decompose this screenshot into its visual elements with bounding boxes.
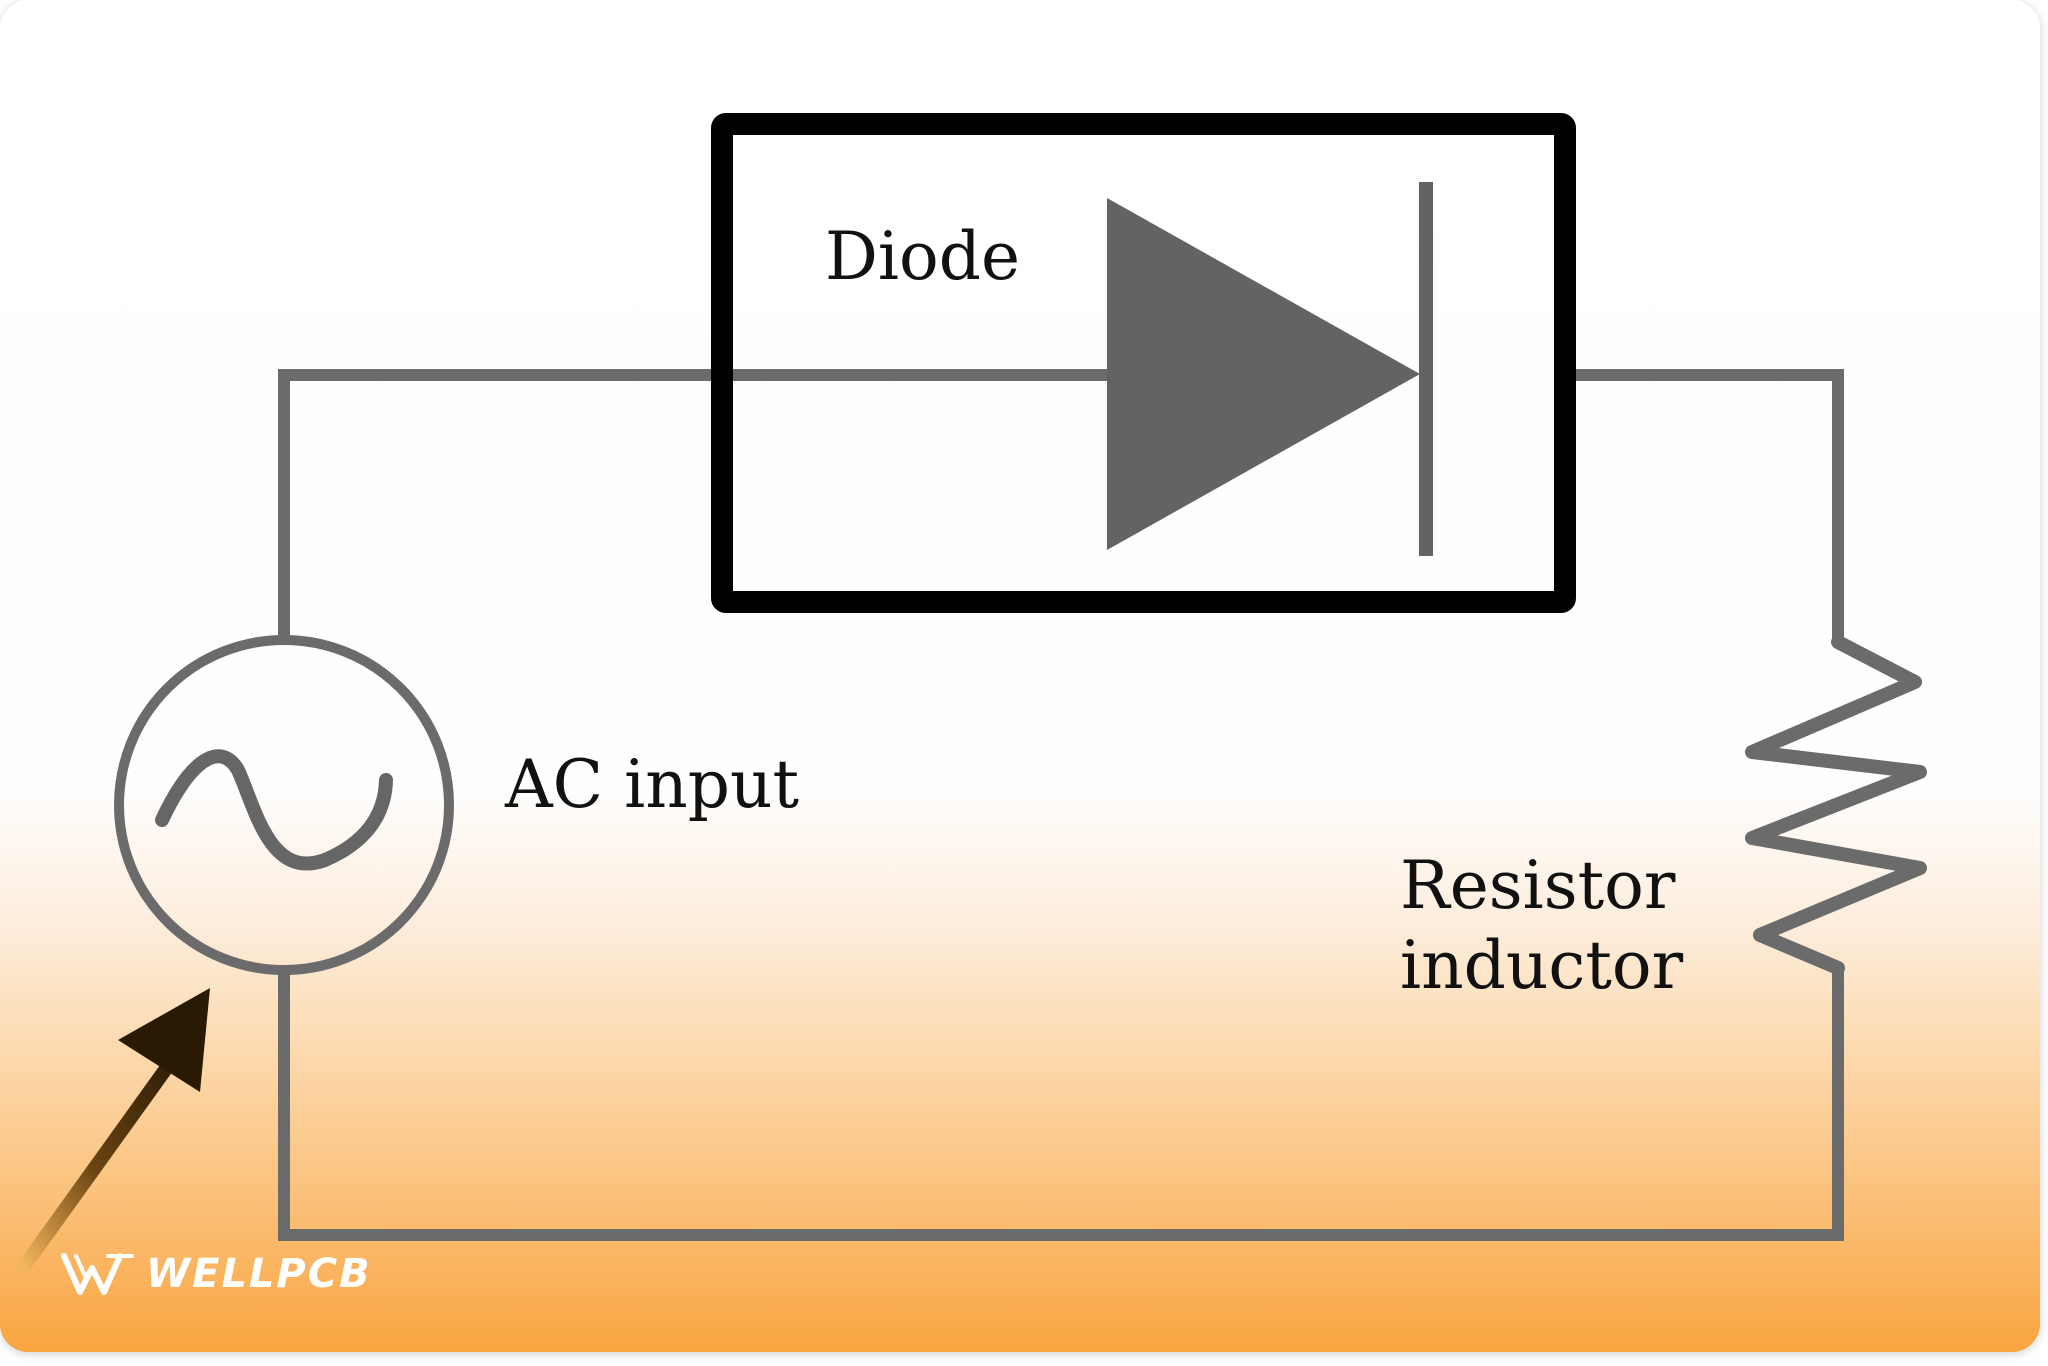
resistor-symbol	[1745, 635, 1927, 975]
wire-right-bottom	[278, 968, 1844, 1241]
wellpcb-logo-icon	[61, 1253, 134, 1295]
wire-left-top	[278, 369, 1110, 640]
ac-input-label: AC input	[505, 746, 800, 823]
diode-triangle-icon	[1107, 198, 1420, 550]
inductor-label: inductor	[1400, 927, 1684, 1004]
wellpcb-watermark-text: WELLPCB	[146, 1251, 372, 1297]
ac-source-icon	[114, 635, 454, 975]
wires	[278, 369, 1844, 1241]
sine-wave-icon	[155, 749, 393, 871]
pointer-arrow-icon	[18, 988, 210, 1272]
diode-box	[711, 113, 1576, 613]
resistor-inductor-label: Resistor inductor	[1400, 846, 1700, 1006]
wire-right-top	[1560, 369, 1844, 642]
wellpcb-watermark: WELLPCB	[60, 1250, 372, 1298]
resistor-label: Resistor	[1400, 847, 1676, 924]
diode-label: Diode	[825, 218, 1021, 295]
